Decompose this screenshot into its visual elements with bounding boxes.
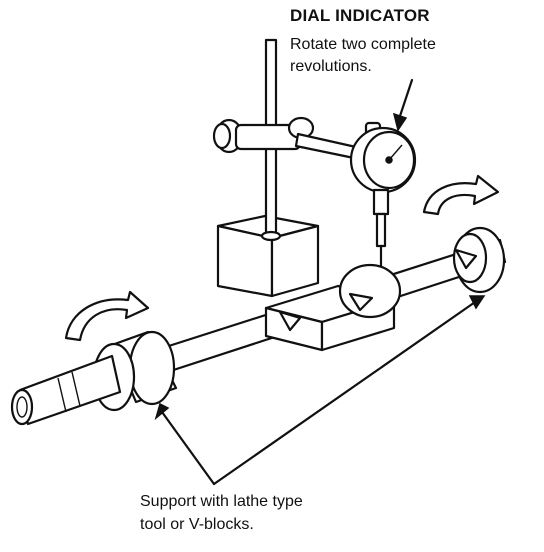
dial-indicator-note-line1: Rotate two complete — [290, 36, 436, 53]
support-note-line1: Support with lathe type — [140, 493, 303, 510]
rear-v-support — [452, 226, 506, 294]
dial-pointer-arrow — [392, 78, 414, 132]
magnetic-base — [216, 214, 320, 298]
center-v-support — [264, 263, 402, 352]
dial-indicator — [349, 121, 417, 274]
dial-indicator-note-line2: revolutions. — [290, 58, 372, 75]
rotation-arrow-left — [64, 290, 150, 342]
rotation-arrow-right — [422, 174, 500, 216]
support-note-line2: tool or V-blocks. — [140, 516, 254, 533]
dial-indicator-label: DIAL INDICATOR — [290, 6, 430, 25]
support-leader-lines — [154, 295, 486, 486]
stand-clamp-arm — [212, 116, 358, 160]
